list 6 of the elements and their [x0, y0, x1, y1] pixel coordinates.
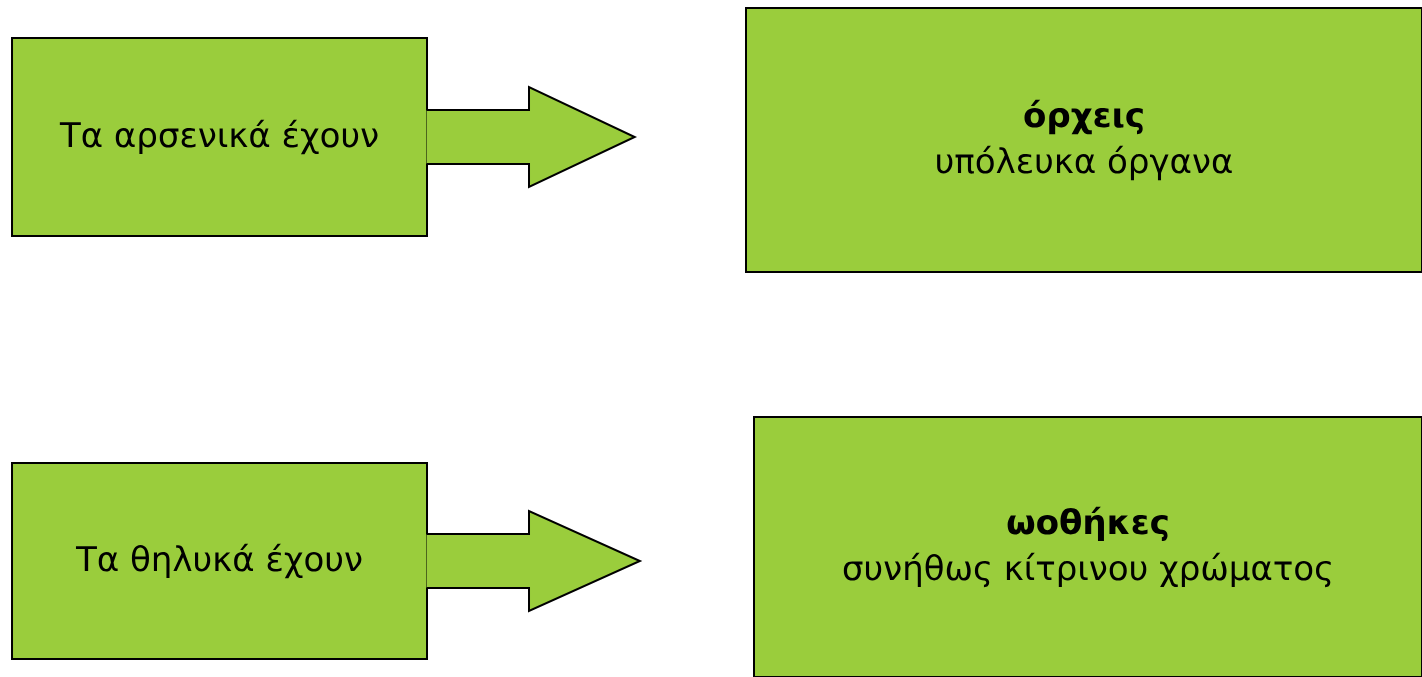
- text-box: όρχεις υπόλευκα όργανα: [745, 7, 1422, 273]
- text-box: ωοθήκες συνήθως κίτρινου χρώματος: [753, 416, 1422, 677]
- block-arrow: [425, 85, 638, 189]
- block-arrow: [425, 509, 643, 613]
- text-box: Τα αρσενικά έχουν: [11, 37, 428, 237]
- text-box: Τα θηλυκά έχουν: [11, 462, 428, 660]
